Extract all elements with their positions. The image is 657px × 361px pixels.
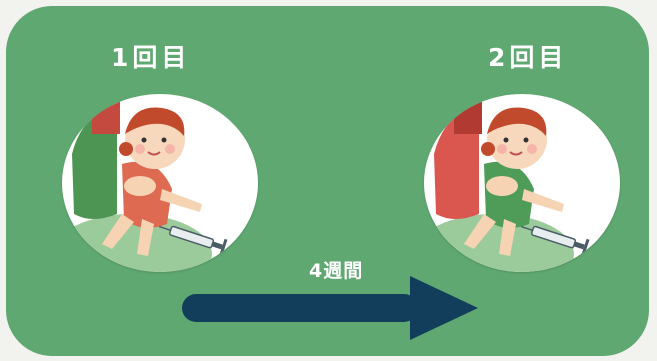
second-dose-label: 2回目: [488, 43, 568, 72]
arrow-right-icon: [182, 276, 478, 340]
interval-label: 4週間: [309, 260, 364, 282]
vaccination-schedule-panel: 1回目 2回目: [6, 6, 649, 356]
first-dose-label: 1回目: [111, 43, 191, 72]
second-dose-illustration: [424, 94, 620, 272]
parent-holding-child-illustration: [424, 94, 590, 272]
parent-holding-child-illustration: [62, 94, 228, 272]
first-dose-illustration: [62, 94, 258, 272]
